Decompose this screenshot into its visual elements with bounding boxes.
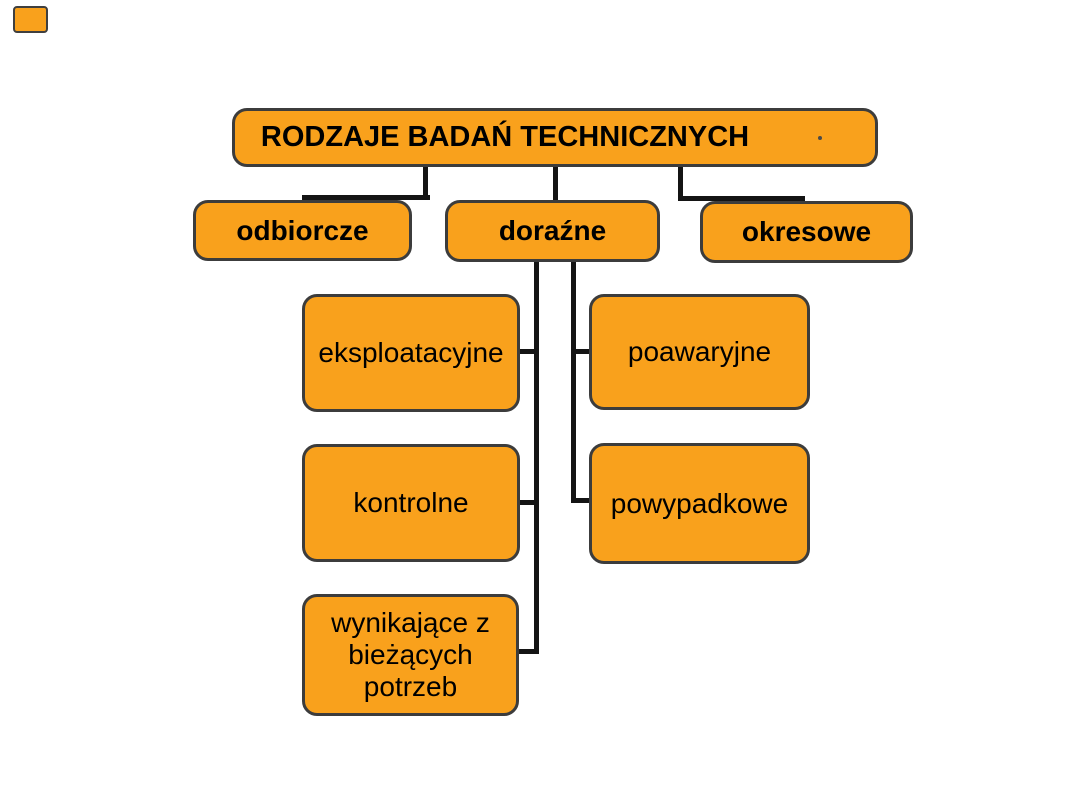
node-eksploatacyjne-label: eksploatacyjne bbox=[318, 337, 504, 369]
node-odbiorcze: odbiorcze bbox=[193, 200, 412, 261]
node-title-label: RODZAJE BADAŃ TECHNICZNYCH bbox=[260, 120, 750, 153]
node-poawaryjne-label: poawaryjne bbox=[627, 336, 772, 368]
connector-title-to-okresowe-vertical bbox=[678, 167, 683, 198]
connector-stub-poawaryjne bbox=[573, 349, 592, 354]
node-wynikajace-label: wynikające z bieżących potrzeb bbox=[331, 607, 490, 702]
node-kontrolne-label: kontrolne bbox=[353, 487, 469, 519]
speck-artifact bbox=[818, 136, 822, 140]
connector-stub-wynikajace bbox=[516, 649, 539, 654]
node-title: RODZAJE BADAŃ TECHNICZNYCH bbox=[232, 108, 878, 167]
node-dorazne: doraźne bbox=[445, 200, 660, 262]
connector-stub-kontrolne bbox=[516, 500, 537, 505]
connector-dorazne-right-branch-vertical bbox=[571, 262, 576, 503]
connector-title-to-okresowe-horizontal bbox=[678, 196, 805, 201]
connector-title-to-dorazne-vertical bbox=[553, 167, 558, 202]
corner-marker bbox=[13, 6, 48, 33]
node-kontrolne: kontrolne bbox=[302, 444, 520, 562]
connector-stub-eksploatacyjne bbox=[516, 349, 537, 354]
node-odbiorcze-label: odbiorcze bbox=[236, 214, 369, 246]
node-eksploatacyjne: eksploatacyjne bbox=[302, 294, 520, 412]
connector-title-to-odbiorcze-horizontal bbox=[302, 195, 430, 200]
node-powypadkowe-label: powypadkowe bbox=[610, 487, 789, 519]
node-okresowe-label: okresowe bbox=[741, 216, 872, 248]
node-dorazne-label: doraźne bbox=[498, 215, 607, 247]
node-powypadkowe: powypadkowe bbox=[589, 443, 810, 564]
node-okresowe: okresowe bbox=[700, 201, 913, 263]
node-wynikajace: wynikające z bieżących potrzeb bbox=[302, 594, 519, 716]
node-poawaryjne: poawaryjne bbox=[589, 294, 810, 410]
connector-dorazne-left-branch-vertical bbox=[534, 262, 539, 654]
connector-stub-powypadkowe bbox=[571, 498, 592, 503]
connector-title-to-odbiorcze-vertical bbox=[423, 167, 428, 197]
